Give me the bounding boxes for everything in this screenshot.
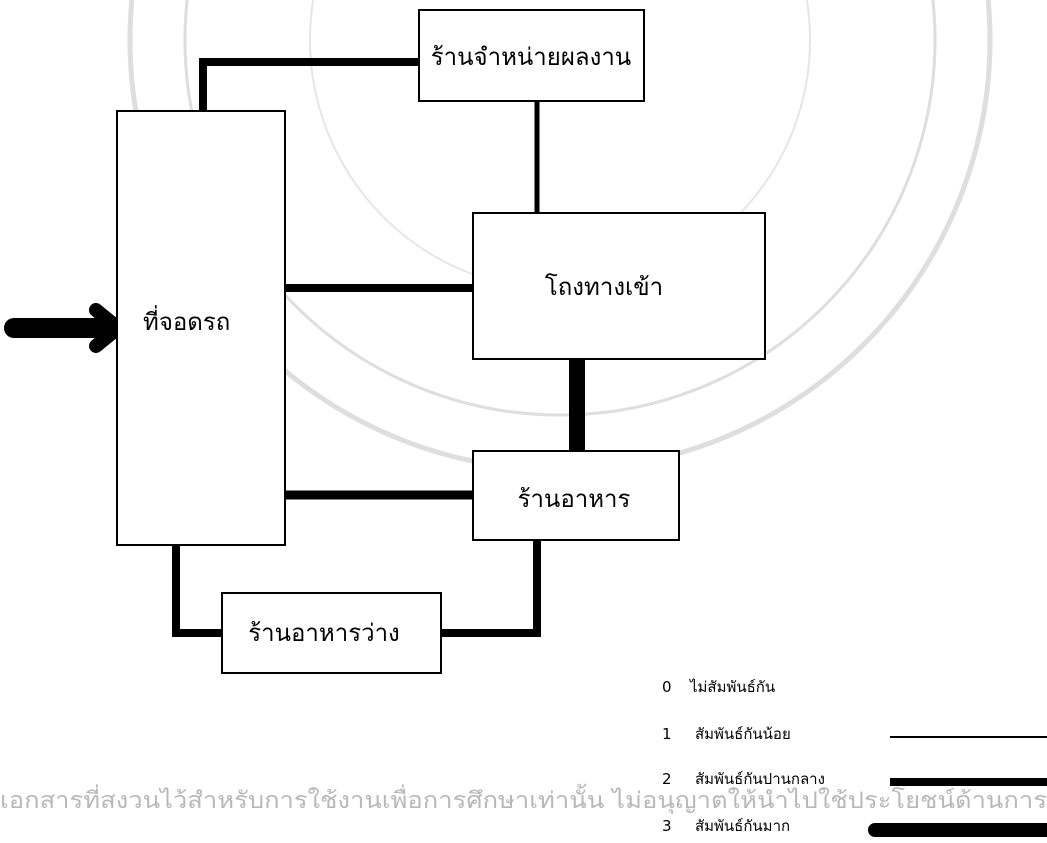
node-label-snack: ร้านอาหารว่าง <box>248 619 400 647</box>
node-label-hall: โถงทางเข้า <box>545 273 663 301</box>
watermark-notice: เอกสารที่สงวนไว้สำหรับการใช้งานเพื่อการศ… <box>0 784 1047 814</box>
node-box-parking <box>116 110 286 546</box>
node-box-restaurant <box>472 450 680 541</box>
connectors <box>172 58 585 637</box>
connector-restaurant-snack <box>441 540 541 637</box>
node-label-shop: ร้านจำหน่ายผลงาน <box>431 43 631 71</box>
node-label-restaurant: ร้านอาหาร <box>518 485 631 513</box>
node-box-hall <box>472 212 766 360</box>
legend-num-3: 3 <box>662 817 672 835</box>
node-box-snack <box>221 592 442 674</box>
legend-label-3: สัมพันธ์กันมาก <box>695 817 790 835</box>
legend: 0 ไม่สัมพันธ์กัน 1 สัมพันธ์กันน้อย 2 สัม… <box>662 678 1047 837</box>
legend-num-1: 1 <box>662 725 672 743</box>
connector-parking-snack <box>172 545 222 637</box>
connector-parking-shop <box>199 58 419 111</box>
node-boxes <box>116 9 766 674</box>
legend-label-2: สัมพันธ์กันปานกลาง <box>695 770 825 788</box>
node-label-parking: ที่จอดรถ <box>143 305 230 336</box>
node-box-shop <box>418 9 645 102</box>
legend-label-1: สัมพันธ์กันน้อย <box>695 725 791 743</box>
legend-num-2: 2 <box>662 770 672 788</box>
legend-label-0: ไม่สัมพันธ์กัน <box>689 678 775 696</box>
legend-num-0: 0 <box>662 678 672 696</box>
entry-arrow <box>4 303 128 353</box>
